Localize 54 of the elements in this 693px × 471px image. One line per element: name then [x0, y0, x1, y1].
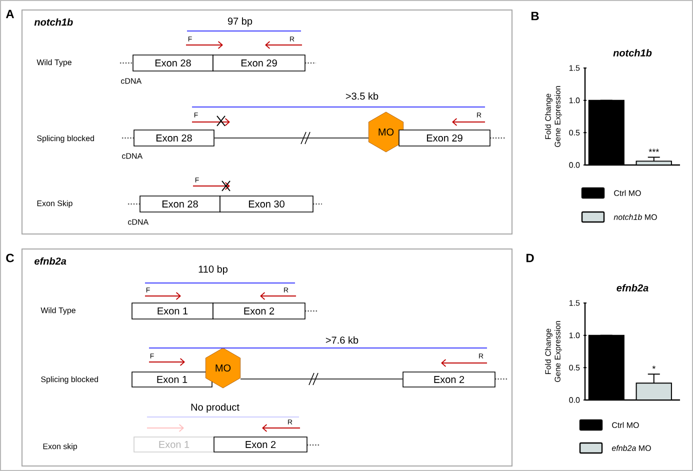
y-tick-label: 1.5 [569, 300, 580, 306]
intron-line [214, 132, 369, 144]
row-label: Wild Type [36, 59, 72, 67]
legend-text: Ctrl MO [614, 190, 641, 196]
panel-letter: B [531, 12, 539, 20]
row-label: Splicing blocked [41, 376, 98, 384]
y-tick-label: 0.5 [569, 364, 580, 370]
chart-title: efnb2a [616, 284, 648, 292]
row-label: Exon Skip [37, 200, 72, 208]
exon-box: Exon 2 [402, 372, 496, 388]
panel-title: notch1b [34, 18, 73, 26]
legend-text: Ctrl MO [612, 422, 639, 428]
exon-box: Exon 30 [220, 196, 314, 212]
y-tick-label: 1.5 [569, 65, 580, 71]
chart-title: notch1b [613, 49, 652, 56]
panel-letter: C [6, 254, 14, 262]
size-label: 110 bp [198, 265, 228, 275]
legend-text: notch1b MO [614, 214, 657, 220]
exon-box: Exon 1 [132, 372, 212, 388]
exon-box: Exon 2 [212, 302, 306, 320]
hexagon: MO [205, 348, 241, 388]
size-label: >7.6 kb [326, 336, 358, 344]
significance-mark: *** [648, 148, 660, 152]
panel-letter: D [526, 254, 534, 262]
cdna-label: cDNA [128, 219, 149, 225]
row-label: Wild Type [40, 307, 76, 315]
exon-box: Exon 28 [134, 130, 214, 146]
y-tick-label: 0.0 [569, 162, 580, 168]
y-axis-title: Fold Change Gene Expression [545, 321, 562, 382]
exon-box: Exon 1 [134, 436, 214, 452]
exon-box: Exon 28 [132, 54, 214, 72]
size-label: 97 bp [228, 17, 252, 27]
intron-line [240, 372, 403, 386]
note-text: No product [191, 403, 240, 413]
exon-box: Exon 1 [132, 302, 214, 320]
cdna-label: cDNA [121, 78, 142, 84]
y-tick-label: 1.0 [569, 98, 580, 104]
y-axis-title: Fold Change Gene Expression [545, 86, 562, 147]
exon-box: Exon 29 [398, 130, 490, 146]
exon-box: Exon 28 [140, 196, 220, 212]
legend-text: efnb2a MO [612, 445, 651, 451]
y-tick-label: 0.0 [569, 397, 580, 403]
exon-box: Exon 2 [214, 436, 308, 452]
y-tick-label: 1.0 [569, 332, 580, 338]
hexagon: MO [368, 112, 404, 152]
y-tick-label: 0.5 [569, 130, 580, 136]
size-label: >3.5 kb [346, 92, 378, 100]
significance-mark: * [652, 366, 656, 369]
row-label: Exon skip [43, 443, 78, 451]
cdna-label: cDNA [122, 153, 143, 159]
row-label: Splicing blocked [37, 135, 94, 143]
exon-box: Exon 29 [212, 54, 306, 72]
panel-title: efnb2a [34, 257, 66, 265]
panel-letter: A [6, 10, 14, 18]
